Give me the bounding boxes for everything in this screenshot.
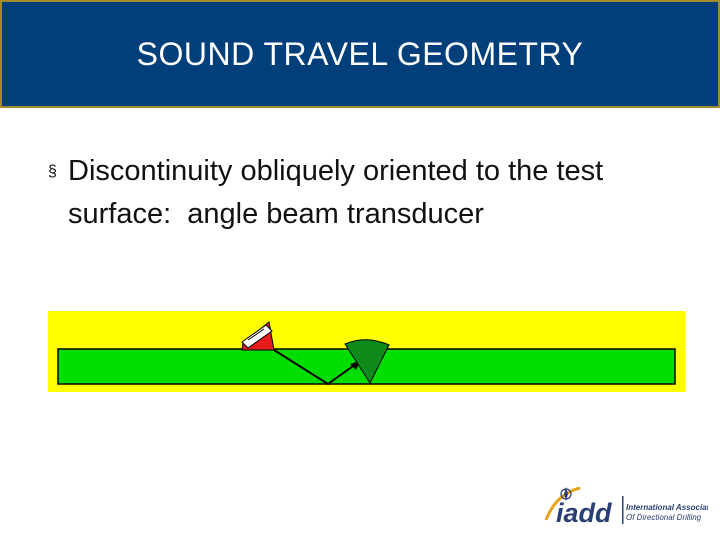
transducer-element-hatch: [247, 328, 265, 341]
iadd-logo: iadd International Association Of Direct…: [544, 486, 708, 528]
logo-swoosh: [544, 486, 581, 521]
title-bar: SOUND TRAVEL GEOMETRY: [0, 0, 720, 108]
logo-line2: Of Directional Drilling: [626, 513, 702, 522]
logo-divider: [622, 496, 624, 524]
transducer-element: [241, 324, 273, 349]
logo-brand: iadd: [556, 498, 612, 528]
compass-needle: [564, 487, 568, 501]
slide-title: SOUND TRAVEL GEOMETRY: [136, 35, 584, 72]
discontinuity: [344, 339, 390, 385]
bullet-item: § Discontinuity obliquely oriented to th…: [48, 150, 648, 236]
bullet-marker: §: [48, 163, 57, 180]
angle-beam-diagram: [48, 311, 685, 392]
sound-beam-path: [273, 349, 361, 386]
logo-line1: International Association: [626, 503, 708, 512]
bullet-text: Discontinuity obliquely oriented to the …: [68, 155, 612, 230]
